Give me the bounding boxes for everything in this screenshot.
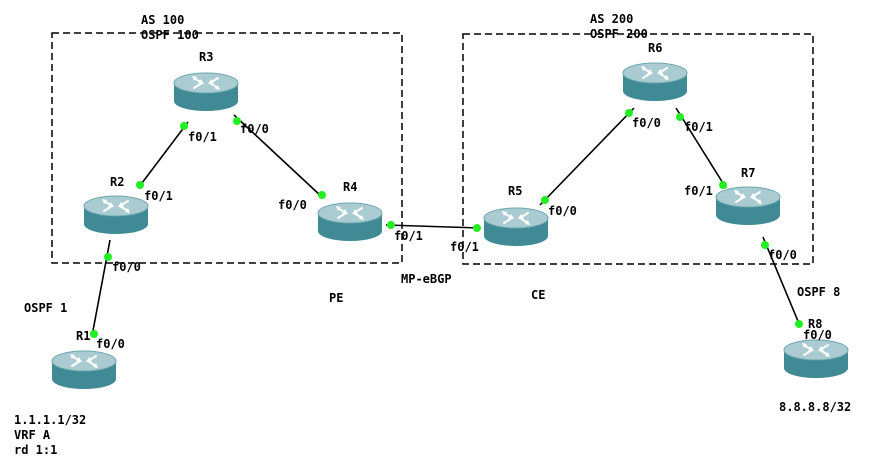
r1-vrf-label: VRF A bbox=[14, 428, 51, 442]
ospf100-label: OSPF 100 bbox=[141, 28, 199, 42]
link-r5-r6 bbox=[539, 107, 635, 206]
as100-boundary-box bbox=[51, 32, 403, 264]
port-dot bbox=[90, 330, 98, 338]
link-r6-r7 bbox=[675, 107, 727, 189]
r1-rd-label: rd 1:1 bbox=[14, 443, 57, 457]
port-dot bbox=[233, 117, 241, 125]
interface-label: f0/0 bbox=[96, 337, 125, 351]
interface-label: f0/0 bbox=[112, 260, 141, 274]
interface-label: f0/1 bbox=[394, 229, 423, 243]
interface-label: f0/1 bbox=[450, 240, 479, 254]
port-dot bbox=[625, 109, 633, 117]
router-r1-label: R1 bbox=[76, 329, 90, 343]
mp-ebgp-label: MP-eBGP bbox=[401, 272, 452, 286]
ospf1-label: OSPF 1 bbox=[24, 301, 67, 315]
interface-label: f0/0 bbox=[803, 328, 832, 342]
port-dot bbox=[676, 113, 684, 121]
router-r4-icon[interactable] bbox=[317, 202, 383, 242]
ce-label: CE bbox=[531, 288, 545, 302]
as200-boundary-box bbox=[462, 33, 814, 265]
link-r3-r4 bbox=[233, 114, 323, 198]
port-dot bbox=[541, 196, 549, 204]
router-r8-label: R8 bbox=[808, 317, 822, 331]
port-dot bbox=[387, 221, 395, 229]
interface-label: f0/0 bbox=[768, 248, 797, 262]
router-r5-icon[interactable] bbox=[483, 207, 549, 247]
router-r3-label: R3 bbox=[199, 50, 213, 64]
port-dot bbox=[795, 320, 803, 328]
port-dot bbox=[318, 191, 326, 199]
as200-label: AS 200 bbox=[590, 12, 633, 26]
port-dot bbox=[104, 253, 112, 261]
interface-label: f0/1 bbox=[684, 184, 713, 198]
router-r1-icon[interactable] bbox=[51, 350, 117, 390]
router-r6-icon[interactable] bbox=[622, 62, 688, 102]
interface-label: f0/0 bbox=[240, 122, 269, 136]
ospf200-label: OSPF 200 bbox=[590, 27, 648, 41]
r1-prefix-label: 1.1.1.1/32 bbox=[14, 413, 86, 427]
interface-label: f0/0 bbox=[548, 204, 577, 218]
router-r5-label: R5 bbox=[508, 184, 522, 198]
interface-label: f0/1 bbox=[188, 130, 217, 144]
port-dot bbox=[136, 181, 144, 189]
interface-label: f0/0 bbox=[278, 198, 307, 212]
port-dot bbox=[719, 181, 727, 189]
port-dot bbox=[761, 241, 769, 249]
interface-label: f0/1 bbox=[684, 120, 713, 134]
router-r8-icon[interactable] bbox=[783, 339, 849, 379]
link-r4-r5 bbox=[385, 224, 481, 229]
port-dot bbox=[180, 122, 188, 130]
r8-prefix-label: 8.8.8.8/32 bbox=[779, 400, 851, 414]
router-r2-icon[interactable] bbox=[83, 195, 149, 235]
router-r3-icon[interactable] bbox=[173, 72, 239, 112]
interface-label: f0/1 bbox=[144, 189, 173, 203]
router-r7-icon[interactable] bbox=[715, 186, 781, 226]
link-r7-r8 bbox=[762, 236, 801, 327]
as100-label: AS 100 bbox=[141, 13, 184, 27]
link-r2-r3 bbox=[138, 121, 189, 188]
router-r2-label: R2 bbox=[110, 175, 124, 189]
router-r6-label: R6 bbox=[648, 41, 662, 55]
ospf8-label: OSPF 8 bbox=[797, 285, 840, 299]
router-r7-label: R7 bbox=[741, 166, 755, 180]
interface-label: f0/0 bbox=[632, 116, 661, 130]
router-r4-label: R4 bbox=[343, 180, 357, 194]
port-dot bbox=[473, 224, 481, 232]
pe-label: PE bbox=[329, 291, 343, 305]
